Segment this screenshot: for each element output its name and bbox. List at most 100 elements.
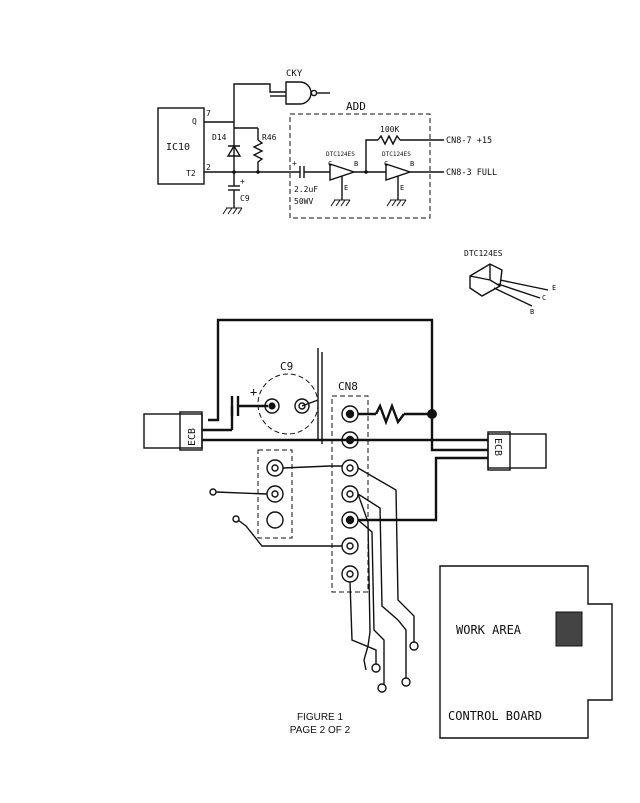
pin-t2-label: T2 [186, 169, 196, 178]
trace-down-1-end [371, 663, 381, 673]
trace-down-5 [357, 493, 371, 671]
output1-label: CN8-7 +15 [446, 136, 492, 146]
trace-lp2-wire [215, 491, 268, 495]
trace-down-4-end [409, 641, 419, 651]
package-lead-c [497, 283, 541, 299]
junction-t2b [256, 170, 260, 174]
trace-down-2-end [377, 683, 387, 693]
ground-symbol-t2 [386, 199, 407, 207]
left-pad-1-hole [271, 464, 279, 472]
add-box [289, 113, 431, 219]
figure-caption: FIGURE 1 PAGE 2 OF 2 [290, 712, 351, 736]
control-board-label: CONTROL BOARD [448, 709, 542, 723]
cn8-pad-3-hole [346, 464, 354, 472]
trace-down-3 [357, 493, 407, 678]
gate-input-wire [233, 83, 286, 122]
nand-gate [285, 81, 312, 105]
control-board: WORK AREA CONTROL BOARD [439, 565, 613, 739]
transistor1-pin-c: C [328, 160, 332, 168]
transistor1-pin-e: E [344, 184, 348, 192]
r100k-wire-left [365, 139, 378, 172]
junction-to-right-ecb [430, 414, 488, 452]
pin-7-label: 7 [206, 109, 211, 118]
caption-line-2: PAGE 2 OF 2 [290, 725, 351, 736]
pcb-cap-plus: + [250, 385, 257, 399]
transistor1-label: DTC124ES [326, 151, 355, 158]
cn8-pad-1-hole [345, 409, 355, 419]
transistor2-pin-c: C [384, 160, 388, 168]
resistor-label: R46 [262, 133, 277, 142]
c9-pcb-label: C9 [280, 360, 293, 373]
trace-lp1-to-cn8 [282, 465, 342, 469]
output2-label: CN8-3 FULL [446, 168, 497, 178]
cn8-pad-5-hole [345, 515, 355, 525]
package-pin-c: C [542, 294, 546, 302]
trace-left-curve-end [232, 515, 240, 523]
gate-label: CKY [286, 69, 303, 79]
ic10-label: IC10 [166, 142, 190, 153]
right-connector-label: ECB [492, 438, 503, 456]
c9-pad-left-hole [268, 402, 276, 410]
cn8-pad-3 [341, 459, 359, 477]
transistor2-label: DTC124ES [382, 151, 411, 158]
q-wire [204, 121, 235, 128]
left-pad-1 [266, 459, 284, 477]
diode-label: D14 [212, 133, 227, 142]
c9-plus: + [240, 177, 245, 186]
pad5-to-right-ecb [358, 456, 488, 522]
transistor2-pin-e: E [400, 184, 404, 192]
package-lead-b [493, 287, 533, 307]
trace-down-3-end [401, 677, 411, 687]
trace-c9-to-cn8 [301, 399, 319, 407]
c9-label: C9 [240, 194, 250, 203]
left-pad-3 [266, 511, 284, 529]
trace-left-curve [237, 519, 342, 547]
package-body-icon [469, 263, 503, 297]
caption-line-1: FIGURE 1 [297, 712, 344, 723]
ground-symbol-t1 [330, 199, 351, 207]
transistor-package: DTC124ES E C B [464, 249, 556, 316]
ic10-box [157, 107, 205, 185]
transistor1-pin-b: B [354, 160, 358, 168]
c9-pad-right-hole [298, 402, 306, 410]
loop-wire [208, 318, 434, 422]
pin-2-label: 2 [206, 163, 211, 172]
r100k-label: 100K [380, 125, 399, 134]
c9-pad-right [294, 398, 310, 414]
pcb-wiring: ECB + C9 CN8 [143, 318, 547, 693]
work-area-label: WORK AREA [456, 623, 522, 637]
trace-down-1 [349, 581, 377, 664]
add-label: ADD [346, 100, 366, 113]
trace-lp2-end [209, 488, 217, 496]
cn8-outline [331, 395, 369, 593]
package-pin-b: B [530, 308, 534, 316]
cn8-pad-6-hole [346, 542, 354, 550]
cn8-pad-4-hole [346, 490, 354, 498]
control-board-outline [439, 565, 613, 739]
pin-q-label: Q [192, 117, 197, 126]
trace-down-4 [357, 467, 415, 642]
work-area-marker [555, 611, 583, 647]
r100k-symbol [377, 134, 401, 146]
left-connector-label: ECB [187, 428, 198, 446]
cn8-pad-7 [341, 565, 359, 583]
c9-pad-left [264, 398, 280, 414]
cn8-pad-4 [341, 485, 359, 503]
r46-symbol [252, 139, 264, 172]
cap2-voltage: 50WV [294, 197, 313, 206]
transistor2-pin-b: B [410, 160, 414, 168]
cn8-pad-7-hole [346, 570, 354, 578]
nand-bubble [310, 89, 318, 97]
cap2-plus: + [292, 159, 297, 168]
package-lead-e [499, 279, 549, 291]
left-pad-2-hole [271, 490, 279, 498]
pcb-resistor [374, 402, 405, 426]
cap2-value: 2.2uF [294, 185, 318, 194]
right-connector-pinblock [487, 431, 511, 471]
diode-symbol [226, 144, 242, 157]
cn8-pad-6 [341, 537, 359, 555]
trace-down-2 [357, 519, 385, 684]
cn8-label: CN8 [338, 380, 358, 393]
schematic: IC10 Q 7 T2 2 CKY D14 R46 + C9 [157, 69, 497, 219]
